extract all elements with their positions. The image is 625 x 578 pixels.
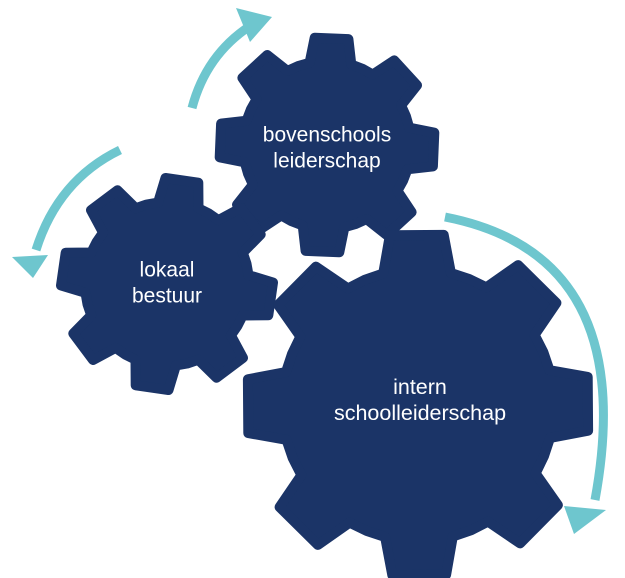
curved-arrow-top-icon xyxy=(187,22,253,110)
gear-label-line: schoolleiderschap xyxy=(333,401,507,425)
gear-label-line: bovenschools xyxy=(262,123,392,147)
curved-arrow-right-icon xyxy=(444,212,608,501)
gear-label-lokaal: lokaal bestuur xyxy=(132,257,202,308)
gear-label-line: intern xyxy=(393,374,447,399)
gear-label-line: lokaal xyxy=(139,258,195,282)
gear-label-line: bestuur xyxy=(131,284,203,307)
gear-label-intern: intern schoolleiderschap xyxy=(334,374,506,426)
gear-bovenschools xyxy=(214,32,440,258)
gears xyxy=(56,32,594,578)
gear-lokaal xyxy=(56,173,278,395)
arrowhead-top-icon xyxy=(236,8,272,42)
arrowhead-right-icon xyxy=(564,506,606,534)
cycle-arrows xyxy=(12,8,608,534)
arrowhead-left-icon xyxy=(12,255,48,278)
gear-intern xyxy=(242,229,594,578)
gear-label-line: leiderschap xyxy=(273,149,381,172)
gear-label-bovenschools: bovenschools leiderschap xyxy=(263,122,391,173)
curved-arrow-left-icon xyxy=(31,145,122,252)
